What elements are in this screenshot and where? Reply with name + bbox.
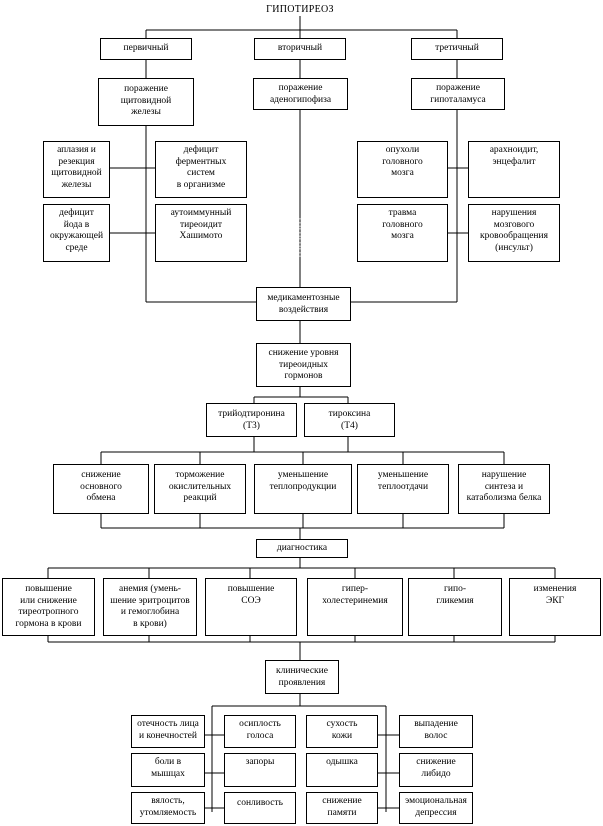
symptom-box: снижение памяти: [306, 792, 378, 824]
symptom-box: одышка: [306, 753, 378, 787]
diag-item: повышение СОЭ: [205, 578, 297, 636]
type-primary: первичный: [100, 38, 192, 60]
cause-autoimmune: аутоиммунный тиреоидит Хашимото: [155, 204, 247, 262]
hormone-t3: трийодтиронина (Т3): [206, 403, 297, 437]
effect-box: нарушение синтеза и катаболизма белка: [458, 464, 550, 514]
cause-brain-tumors: опухоли головного мозга: [357, 141, 448, 198]
diagnostics: диагностика: [256, 539, 348, 558]
cause-enzyme-deficit: дефицит ферментных систем в организме: [155, 141, 247, 198]
type-tertiary: третичный: [411, 38, 503, 60]
hormone-t4: тироксина (Т4): [304, 403, 395, 437]
symptom-box: запоры: [224, 753, 296, 787]
symptom-box: сухость кожи: [306, 715, 378, 748]
diag-item: гипо- гликемия: [408, 578, 502, 636]
symptom-box: осиплость голоса: [224, 715, 296, 748]
diagram-title: ГИПОТИРЕОЗ: [266, 4, 334, 15]
cause-brain-trauma: травма головного мозга: [357, 204, 448, 262]
symptom-box: боли в мышцах: [131, 753, 205, 787]
symptom-box: отечность лица и конечностей: [131, 715, 205, 748]
diag-item: анемия (умень- шение эритроцитов и гемог…: [103, 578, 197, 636]
clinical-manifestations: клинические проявления: [265, 660, 339, 694]
effect-box: снижение основного обмена: [53, 464, 149, 514]
symptom-box: сонливость: [224, 792, 296, 824]
cause-arachnoiditis: арахноидит, энцефалит: [468, 141, 560, 198]
symptom-box: эмоциональная депрессия: [399, 792, 473, 824]
lesion-hypothalamus: поражение гипоталамуса: [411, 78, 505, 110]
cause-circulation: нарушения мозгового кровообращения (инсу…: [468, 204, 560, 262]
lesion-adenohypophysis: поражение аденогипофиза: [253, 78, 348, 110]
hormone-drop: снижение уровня тиреоидных гормонов: [256, 343, 351, 387]
symptom-box: снижение либидо: [399, 753, 473, 787]
lesion-thyroid: поражение щитовидной железы: [98, 78, 194, 126]
drug-effects: медикаментозные воздействия: [256, 287, 351, 321]
symptom-box: выпадение волос: [399, 715, 473, 748]
effect-box: торможение окислительных реакций: [154, 464, 246, 514]
effect-box: уменьшение теплопродукции: [254, 464, 352, 514]
cause-aplasia: аплазия и резекция щитовидной железы: [43, 141, 110, 198]
symptom-box: вялость, утомляемость: [131, 792, 205, 824]
effect-box: уменьшение теплоотдачи: [357, 464, 449, 514]
diag-item: повышение или снижение тиреотропного гор…: [2, 578, 95, 636]
diag-item: гипер- холестеринемия: [307, 578, 403, 636]
diag-item: изменения ЭКГ: [509, 578, 601, 636]
dotted-line-marks: ⋮⋮⋮⋮: [294, 217, 306, 259]
type-secondary: вторичный: [254, 38, 346, 60]
cause-iodine-deficit: дефицит йода в окружающей среде: [43, 204, 110, 262]
